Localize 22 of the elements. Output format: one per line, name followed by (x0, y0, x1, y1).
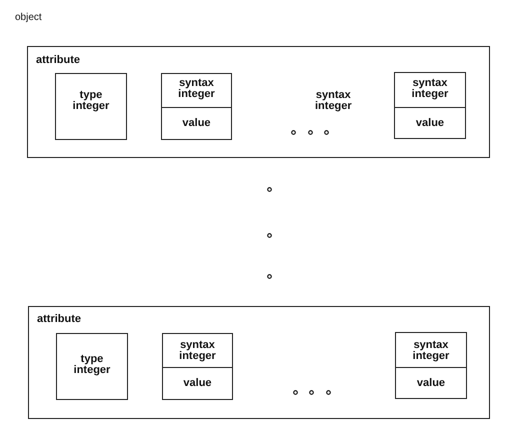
type-box (55, 73, 127, 140)
field-value: value (416, 378, 446, 388)
field-value: value (183, 378, 212, 389)
heading-text: object (15, 12, 42, 24)
type-box (56, 333, 128, 400)
attribute-frame (28, 306, 490, 419)
annotation-text: syntax integer (315, 90, 352, 112)
field-value: value (182, 118, 211, 129)
record-box (161, 73, 232, 140)
box-label: type integer (72, 90, 110, 112)
record-box (395, 332, 467, 399)
field-heading: syntax integer (179, 340, 216, 362)
field-heading: syntax integer (412, 78, 448, 100)
field-heading: syntax integer (178, 78, 215, 100)
field-value: value (416, 118, 444, 128)
box-label: type integer (74, 354, 110, 376)
frame-title: attribute (37, 314, 81, 325)
record-box (394, 72, 466, 139)
frame-title: attribute (36, 55, 80, 66)
record-box (162, 333, 233, 400)
attribute-frame (27, 46, 490, 158)
field-heading: syntax integer (412, 340, 450, 362)
